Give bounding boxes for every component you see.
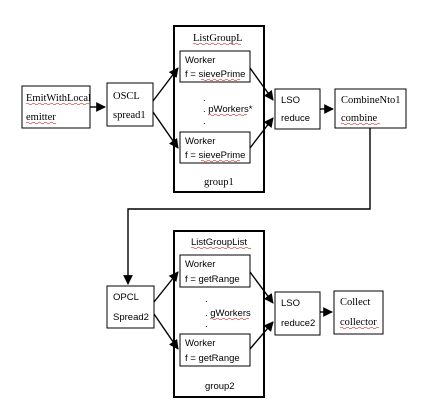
edge-worker-bottom-to-lso1 [249, 117, 274, 149]
lso1-node-name: LSO [281, 95, 300, 106]
group1-worker-bottom: Worker f = sievePrime [179, 131, 251, 164]
group1-count-spellcheck-underline [207, 113, 248, 117]
edge-opcl-to-worker2-top [153, 271, 179, 303]
collect-node-name: Collect [340, 297, 370, 308]
lso2-node-value: reduce2 [281, 318, 315, 329]
combine-node: CombineNto1 combine [334, 88, 407, 129]
group2-container: ListGroupList group2 Worker f = getRange… [173, 230, 265, 398]
emitter-value-spellcheck-underline [25, 121, 57, 125]
combine-value-spellcheck-underline [340, 122, 381, 126]
group2-title-spellcheck-underline [190, 246, 252, 250]
group2-count-label: . gWorkers [205, 308, 251, 319]
edge-worker2-top-to-lso2 [249, 271, 274, 304]
group1-worker-bottom-name: Worker [185, 136, 215, 147]
group1-title: ListGroupL [193, 33, 243, 44]
emitter-node-value: emitter [26, 112, 56, 123]
group2-footer: group2 [205, 381, 235, 392]
group1-worker-top: Worker f = sievePrime [179, 50, 251, 83]
emitter-node-name: EmitWithLocal [26, 93, 91, 104]
lso2-node-name: LSO [281, 298, 300, 309]
edge-worker2-bottom-to-lso2 [249, 321, 274, 350]
edge-oscl-to-worker-bottom [152, 111, 179, 149]
group1-dots-top: . [203, 93, 206, 104]
opcl-node: OPCL Spread2 [106, 285, 155, 329]
group2-worker-top-name: Worker [185, 259, 215, 270]
combine-node-value: combine [341, 113, 377, 124]
group2-worker-bottom: Worker f = getRange [179, 333, 251, 367]
group1-footer: group1 [204, 177, 234, 188]
emitter-node: EmitWithLocal emitter [21, 85, 91, 129]
group1-worker-top-func: f = sievePrime [185, 69, 245, 80]
group2-worker-top-func: f = getRange [185, 274, 240, 285]
group2-count-spellcheck-underline [209, 317, 250, 321]
lso2-node: LSO reduce2 [274, 291, 321, 336]
edge-combine-to-opcl [123, 128, 371, 285]
group2-dots-top: . [205, 294, 208, 305]
edge-oscl-to-worker-top [152, 67, 179, 102]
group1-worker-top-spellcheck-underline [200, 78, 241, 82]
group1-dots-bottom: . [203, 116, 206, 127]
group1-worker-bottom-func: f = sievePrime [185, 150, 245, 161]
group1-count-label: . pWorkers* [203, 104, 253, 115]
edge-opcl-to-worker2-bottom [153, 313, 179, 350]
opcl-node-name: OPCL [113, 292, 139, 303]
lso1-node-value: reduce [281, 113, 310, 124]
group2-worker-top: Worker f = getRange [179, 254, 251, 288]
emitter-name-spellcheck-underline [25, 102, 90, 106]
edge-worker-top-to-lso1 [249, 67, 274, 101]
oscl-node: OSCL spread1 [106, 82, 154, 127]
oscl-node-name: OSCL [113, 91, 140, 102]
group1-title-spellcheck-underline [192, 42, 242, 46]
group1-worker-bottom-spellcheck-underline [200, 159, 241, 163]
oscl-node-value: spread1 [113, 110, 146, 121]
group2-worker-bottom-func: f = getRange [185, 353, 240, 364]
group1-container: ListGroupL group1 Worker f = sievePrime … [173, 25, 265, 193]
collect-node: Collect collector [333, 290, 384, 335]
group1-worker-top-name: Worker [185, 55, 215, 66]
opcl-node-value: Spread2 [113, 312, 149, 323]
group2-title: ListGroupList [191, 237, 247, 248]
collect-value-spellcheck-underline [339, 326, 380, 330]
lso1-node: LSO reduce [274, 88, 321, 130]
collect-node-value: collector [340, 317, 377, 328]
combine-node-name: CombineNto1 [341, 95, 401, 106]
group2-dots-bottom: . [205, 319, 208, 330]
group2-worker-bottom-name: Worker [185, 338, 215, 349]
